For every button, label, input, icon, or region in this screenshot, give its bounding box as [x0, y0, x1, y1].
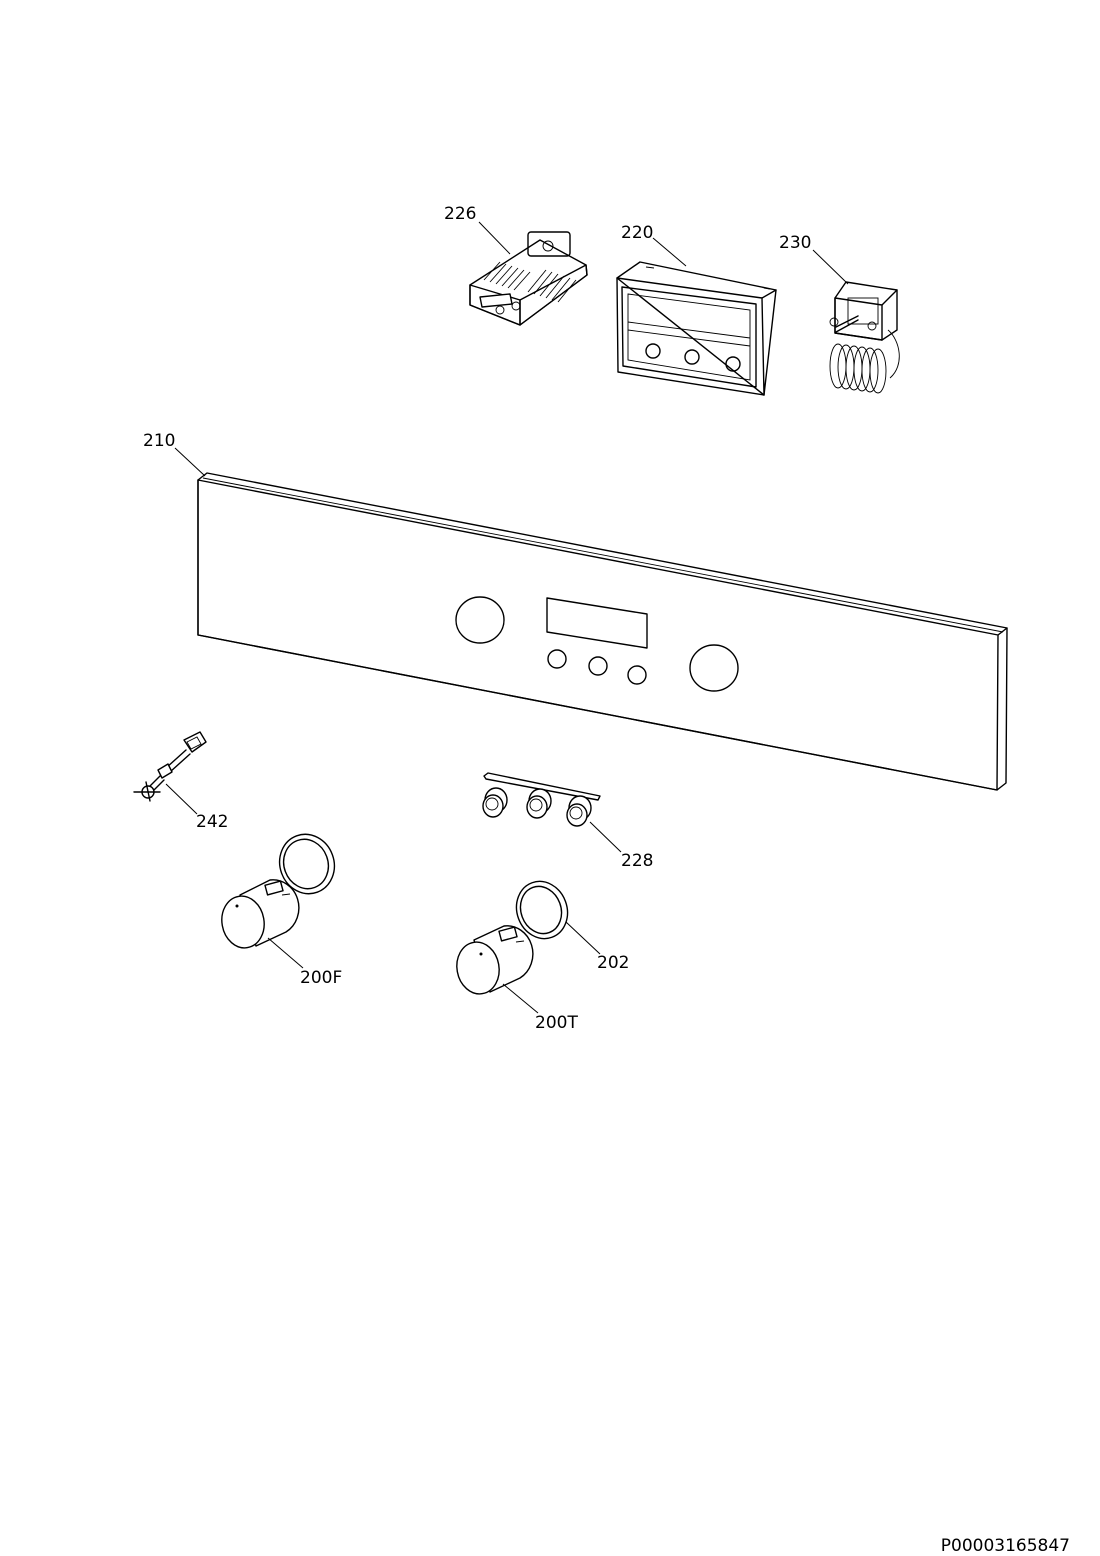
part-200T-temperature-knob [456, 925, 534, 995]
callout-200T: 200T [535, 1013, 578, 1033]
callout-220: 220 [621, 223, 653, 243]
callout-210: 210 [143, 431, 175, 451]
part-210-control-panel [197, 472, 1008, 791]
part-202-bezel-rings [278, 833, 569, 940]
callout-242: 242 [196, 812, 228, 832]
part-230-thermostat [829, 281, 900, 394]
part-228-push-buttons [482, 772, 601, 827]
callout-200F: 200F [300, 968, 342, 988]
part-200F-function-knob [221, 879, 300, 949]
callout-230: 230 [779, 233, 811, 253]
part-220-display-housing [616, 261, 777, 396]
callout-226: 226 [444, 204, 476, 224]
leader-lines [165, 221, 849, 1014]
document-id: P00003165847 [940, 1536, 1070, 1556]
callout-202: 202 [597, 953, 629, 973]
part-242-cable-connector [133, 731, 207, 802]
part-226-selector-switch [469, 231, 588, 326]
callout-228: 228 [621, 851, 653, 871]
